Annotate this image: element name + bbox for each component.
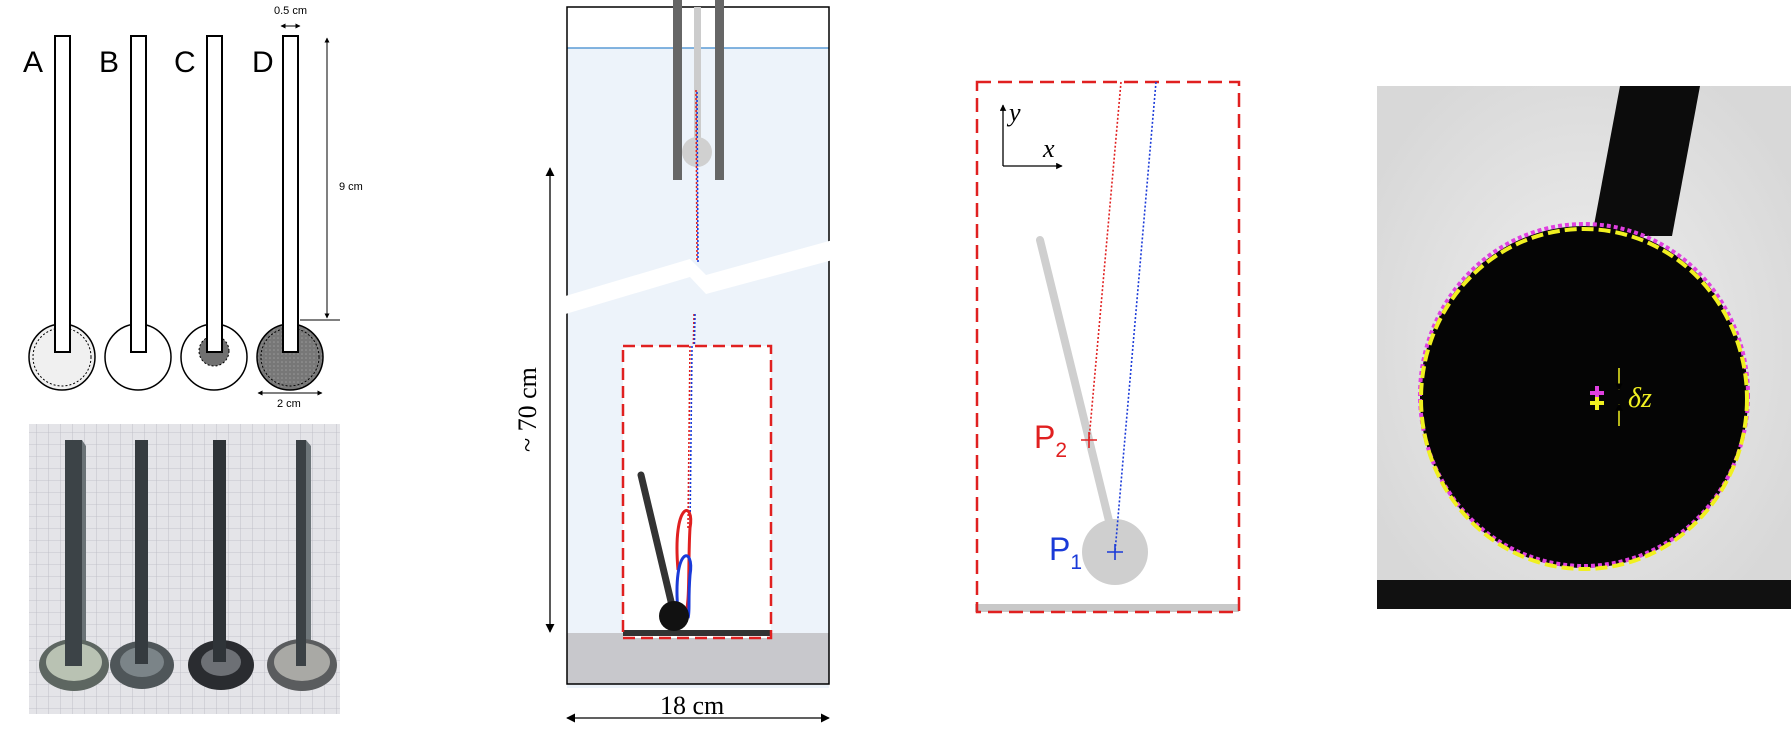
fit-circle-yellow (1419, 227, 1749, 571)
rod-b (130, 35, 147, 353)
inset-box (621, 344, 773, 640)
p2-subscript: 2 (1055, 439, 1067, 462)
panel-a-photo (29, 424, 340, 714)
disk-diameter-label: 2 cm (277, 398, 301, 410)
photo-rod-b-stub (135, 630, 148, 664)
p1-marker (1107, 544, 1123, 560)
tank-break (552, 238, 840, 318)
photo-rod-b (135, 440, 148, 672)
center-marker-yellow (1590, 397, 1604, 410)
inset-rod (637, 471, 678, 618)
loop-blue (675, 554, 693, 619)
rod-label-c: C (174, 46, 196, 79)
photo-disk (1420, 226, 1748, 568)
photo-rod-d (296, 440, 306, 672)
trajectory-upper-blue (696, 91, 699, 263)
release-disk (682, 137, 712, 167)
release-arm-right (715, 0, 724, 180)
p2-label: P2 (1034, 419, 1067, 462)
panel-a-schematic: A B C D 0.5 cm 9 cm 2 cm (23, 5, 363, 410)
p1-subscript: 1 (1070, 551, 1082, 574)
rod-height-label: 9 cm (339, 181, 363, 193)
p2-marker (1081, 432, 1097, 448)
panel-b-tank: ~ 70 cm 18 cm (513, 0, 840, 723)
rod-d (282, 35, 299, 353)
photo-rod-c-stub (213, 630, 226, 662)
photo-rod-a-edge (82, 440, 86, 672)
inset-traj-blue (689, 345, 693, 531)
trajectory-p1 (1114, 81, 1157, 553)
photo-rod (1592, 86, 1700, 236)
panel-c-zoom: y x P2 P1 (975, 80, 1241, 614)
y-axis-label: y (1006, 98, 1021, 127)
photo-rod-a-stub (65, 630, 82, 666)
release-arm-left (673, 0, 682, 180)
panel-d-photo: δz (1377, 86, 1791, 609)
rod-c (206, 35, 223, 353)
inset-floor (623, 630, 771, 636)
rod-a (54, 35, 71, 353)
photo-rod-d-edge (306, 440, 311, 672)
zoom-floor (975, 604, 1239, 612)
rod-label-b: B (99, 46, 119, 79)
tank-height-label: ~ 70 cm (513, 367, 542, 452)
x-axis-label: x (1042, 134, 1055, 163)
rod-label-d: D (252, 46, 274, 79)
trajectory-upper-red (695, 89, 698, 261)
photo-rod-a (65, 440, 82, 672)
photo-rod-c (213, 440, 226, 672)
inset-disk (659, 601, 689, 631)
rod-label-a: A (23, 46, 43, 79)
rod-width-label: 0.5 cm (274, 5, 307, 17)
photo-rod-d-stub (296, 630, 306, 666)
zoom-box (975, 80, 1241, 614)
trajectory-p2 (1088, 81, 1122, 441)
release-rod (694, 7, 701, 155)
tank-bottom (567, 633, 829, 684)
photo-floor (1377, 580, 1791, 609)
zoom-rod (1036, 236, 1114, 529)
offset-label: δz (1628, 383, 1652, 414)
tank-width-label: 18 cm (660, 691, 724, 720)
p1-label: P1 (1049, 531, 1082, 574)
